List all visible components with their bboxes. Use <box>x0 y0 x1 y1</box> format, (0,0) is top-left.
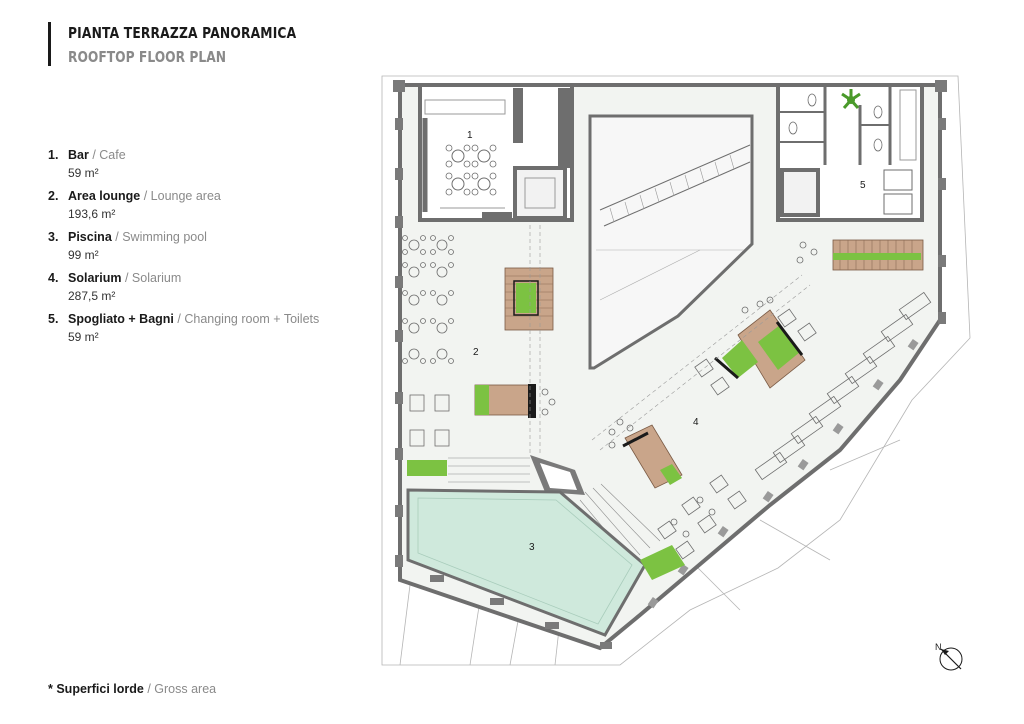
legend-separator: / <box>88 148 100 162</box>
toilets-block: 5 <box>776 83 924 222</box>
legend-number: 1. <box>48 148 59 162</box>
legend-area: 99 m² <box>68 248 99 262</box>
pool-steps <box>407 455 661 561</box>
swimming-pool: 3 <box>406 488 647 637</box>
footnote: * Superfici lorde / Gross area <box>48 682 216 696</box>
legend-name-en: Swimming pool <box>122 230 207 244</box>
legend-item-solarium: 4. Solarium / Solarium 287,5 m² <box>48 271 368 312</box>
solarium-grass-patch <box>640 545 685 580</box>
axis-line <box>591 274 803 441</box>
legend-name-it: Bar <box>68 148 89 162</box>
legend-name-it: Area lounge <box>68 189 141 203</box>
footnote-asterisk: * <box>48 682 57 696</box>
room-label-3: 3 <box>529 542 535 553</box>
page-title: PIANTA TERRAZZA PANORAMICA <box>68 24 297 42</box>
footnote-en: Gross area <box>154 682 217 696</box>
area-legend: 1. Bar / Cafe 59 m² 2. Area lounge / Lou… <box>48 148 368 353</box>
axis-line <box>599 284 811 451</box>
room-label-4: 4 <box>693 417 699 428</box>
solarium-upper-deck <box>694 296 817 396</box>
legend-name-it: Piscina <box>68 230 112 244</box>
footnote-it: Superfici lorde <box>56 682 144 696</box>
perimeter-columns <box>393 80 947 649</box>
legend-name-en: Lounge area <box>150 189 221 203</box>
legend-name-en: Changing room + Toilets <box>184 312 320 326</box>
legend-name-en: Cafe <box>99 148 126 162</box>
legend-item-pool: 3. Piscina / Swimming pool 99 m² <box>48 230 368 271</box>
lounge-tables <box>402 235 454 447</box>
legend-area: 59 m² <box>68 166 99 180</box>
lounge-planter-1 <box>504 267 554 331</box>
legend-number: 4. <box>48 271 59 285</box>
legend-number: 2. <box>48 189 59 203</box>
legend-separator: / <box>173 312 185 326</box>
north-arrow-icon: N <box>935 642 963 671</box>
plant-icon <box>841 89 861 109</box>
legend-item-lounge: 2. Area lounge / Lounge area 193,6 m² <box>48 189 368 230</box>
footnote-separator: / <box>143 682 155 696</box>
page-subtitle: ROOFTOP FLOOR PLAN <box>68 48 227 66</box>
lounge-planter-2 <box>474 384 556 418</box>
legend-item-changing-room: 5. Spogliato + Bagni / Changing room + T… <box>48 312 368 353</box>
legend-number: 3. <box>48 230 59 244</box>
legend-separator: / <box>140 189 151 203</box>
bar-block: 1 <box>418 83 574 222</box>
legend-area: 59 m² <box>68 330 99 344</box>
legend-name-it: Solarium <box>68 271 122 285</box>
north-label: N <box>935 642 942 652</box>
floor-plan: 1 5 <box>381 75 971 671</box>
legend-separator: / <box>121 271 132 285</box>
room-label-1: 1 <box>467 130 473 141</box>
legend-name-en: Solarium <box>131 271 182 285</box>
right-wooden-deck <box>796 239 924 271</box>
legend-name-it: Spogliato + Bagni <box>68 312 174 326</box>
legend-item-bar: 1. Bar / Cafe 59 m² <box>48 148 368 189</box>
legend-area: 287,5 m² <box>68 289 116 303</box>
solarium-center-deck <box>608 418 683 489</box>
legend-separator: / <box>111 230 123 244</box>
legend-area: 193,6 m² <box>68 207 116 221</box>
diagonal-seat-modules <box>647 339 919 609</box>
sun-loungers <box>657 291 932 560</box>
legend-number: 5. <box>48 312 59 326</box>
title-accent-bar <box>48 22 51 66</box>
room-label-5: 5 <box>860 180 866 191</box>
stair-void <box>588 114 754 370</box>
room-label-2: 2 <box>473 347 479 358</box>
